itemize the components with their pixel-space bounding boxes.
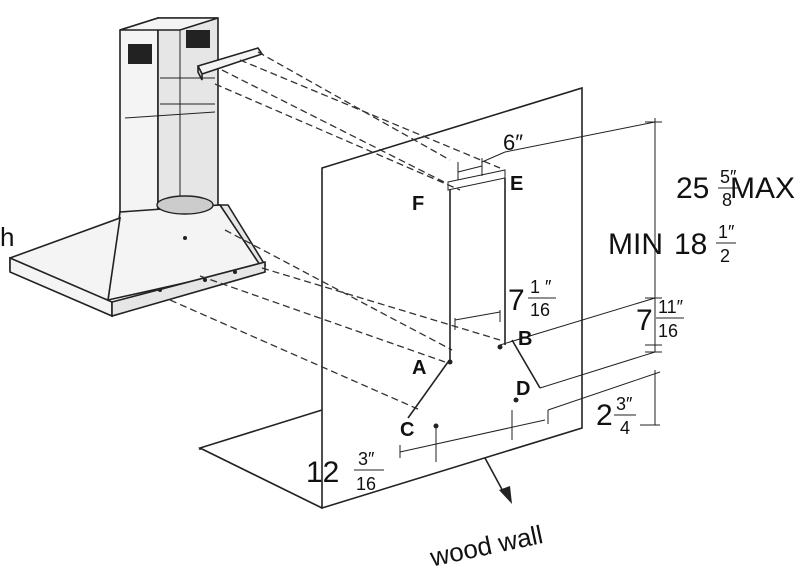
dim-upper-spacing-whole: 7 (508, 284, 525, 317)
dim-right-spacing-whole: 7 (636, 304, 653, 337)
point-label-d: D (516, 378, 530, 400)
dim-height-min-num: 1″ (718, 222, 735, 242)
wood-wall-panel (197, 86, 583, 510)
mounting-layout (399, 151, 549, 462)
dim-lower-offset-den: 4 (620, 418, 630, 438)
point-label-a: A (412, 357, 426, 379)
dim-lower-offset-num: 3″ (616, 394, 633, 414)
dim-height-max-suffix: MAX (730, 172, 795, 205)
dim-right-spacing-den: 16 (658, 321, 678, 341)
point-label-c: C (400, 419, 414, 441)
dim-height-max-num: 5″ (720, 167, 737, 187)
dim-height-min-whole: 18 (674, 228, 707, 261)
dim-bottom-width-num: 3″ (358, 449, 375, 469)
vertical-dimensions (499, 118, 662, 426)
wood-wall-arrow (484, 457, 512, 504)
dim-upper-spacing-den: 16 (530, 300, 550, 320)
dim-upper-spacing-num: 1 ″ (530, 277, 552, 297)
dim-lower-offset-whole: 2 (596, 399, 613, 432)
dim-height-max-den: 8 (722, 190, 732, 210)
wood-wall-label: wood wall (426, 519, 545, 567)
dim-right-spacing-num: 11″ (658, 297, 684, 317)
point-label-f: F (412, 193, 424, 215)
dim-height-min-prefix: MIN (608, 228, 663, 261)
dim-height-min-den: 2 (720, 246, 730, 266)
dim-height-max-whole: 25 (676, 172, 709, 205)
projection-lines (169, 51, 501, 411)
point-label-e: E (510, 173, 523, 195)
edge-text-fragment: h (0, 222, 14, 252)
dim-bottom-width-whole: 12 (306, 456, 339, 489)
dim-bottom-width-den: 16 (356, 474, 376, 494)
dim-top-width: 6″ (503, 130, 523, 155)
point-label-b: B (518, 328, 532, 350)
